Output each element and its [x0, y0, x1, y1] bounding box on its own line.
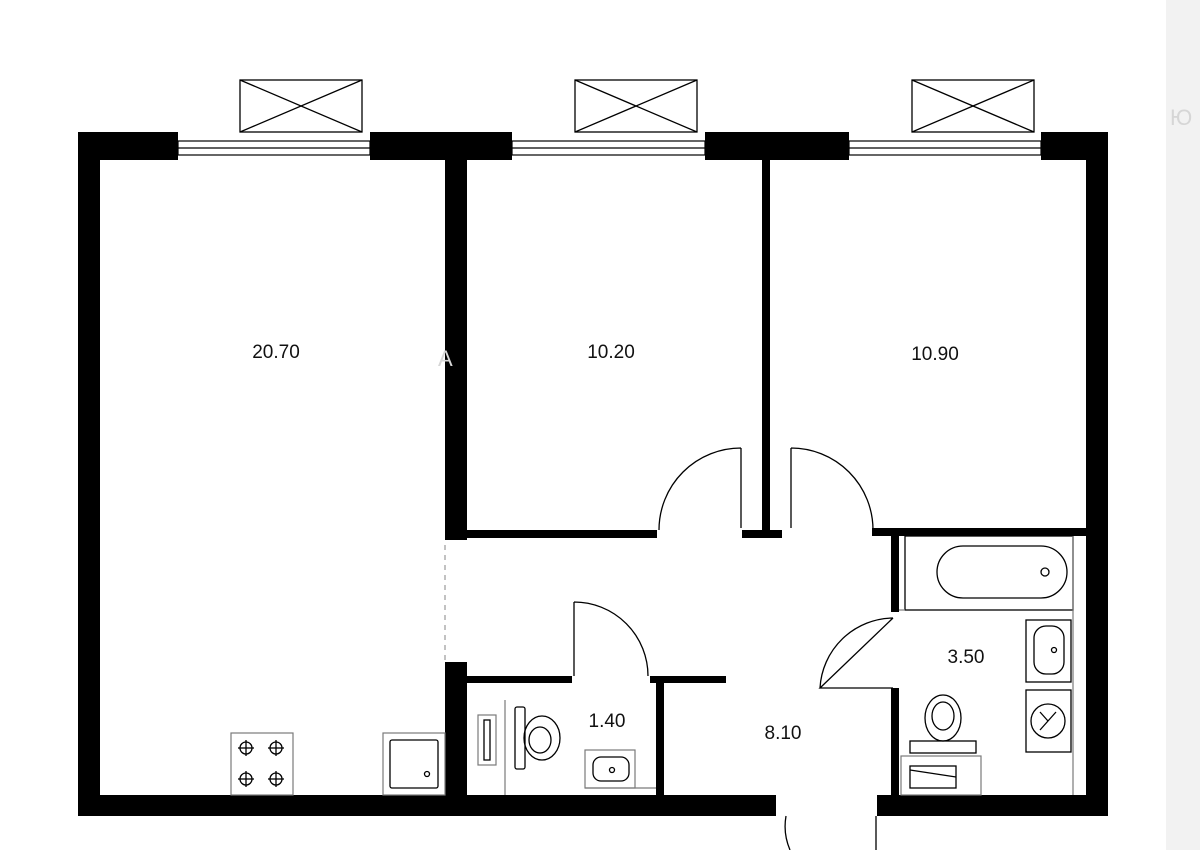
interior-walls — [444, 160, 1086, 795]
living-room-area: 20.70 — [252, 342, 300, 363]
washbasin-icon — [584, 749, 656, 789]
bathroom-cabinet-icon — [900, 755, 982, 796]
bedroom-2-area: 10.90 — [911, 344, 959, 365]
watermark-center: A — [438, 346, 453, 371]
bedroom-1-area: 10.20 — [587, 342, 635, 363]
exterior-walls — [78, 132, 1108, 816]
kitchen-sink-icon — [382, 732, 446, 796]
hallway-area: 8.10 — [765, 723, 802, 744]
bathroom-sink-icon — [1025, 619, 1072, 683]
washing-machine-icon — [1025, 689, 1072, 753]
watermark-right: Ю — [1170, 105, 1192, 130]
bathroom-toilet-icon — [909, 694, 977, 754]
toilet-area: 1.40 — [589, 711, 626, 732]
doors — [573, 447, 894, 850]
bathroom-area: 3.50 — [948, 647, 985, 668]
bathroom-walls-detail — [899, 536, 1074, 795]
page-edge-strip — [1166, 0, 1200, 850]
stove-icon — [230, 732, 294, 796]
toilet-room-fixtures — [477, 700, 506, 795]
bathtub-icon — [904, 535, 1074, 611]
window-1 — [177, 79, 371, 156]
window-2 — [511, 79, 706, 156]
toilet-bowl-icon — [514, 706, 561, 770]
window-3 — [848, 79, 1042, 156]
